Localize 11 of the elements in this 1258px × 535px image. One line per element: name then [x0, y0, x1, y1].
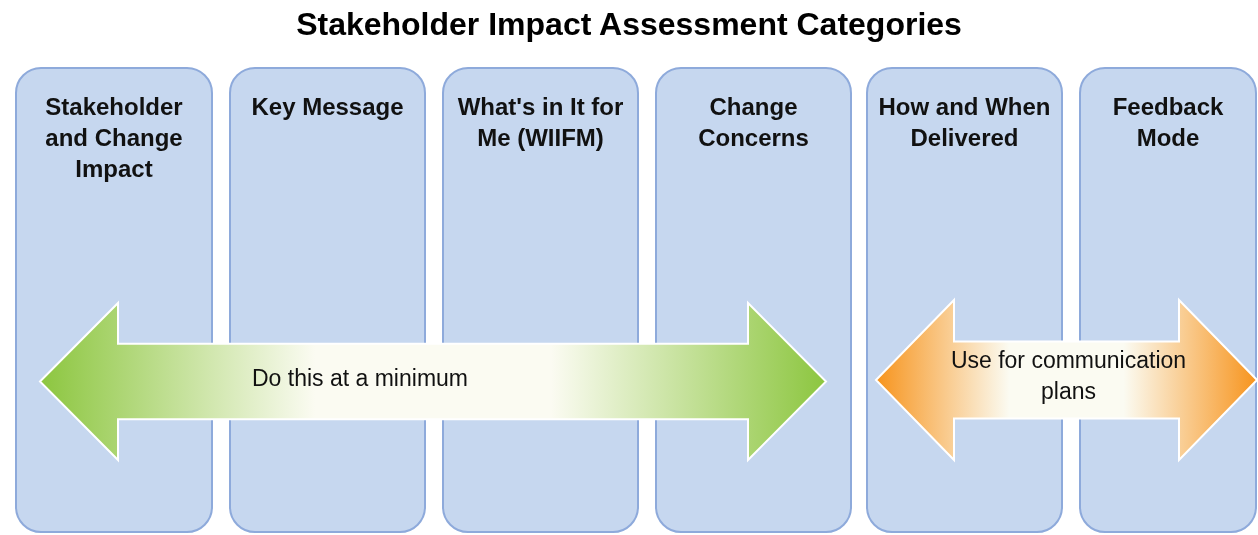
edge-label: Do this at a minimum — [251, 364, 469, 393]
column-heading: What's in It for Me (WIIFM) — [456, 92, 625, 153]
edge-label: Use for communication plans — [949, 346, 1188, 406]
column-heading: Key Message — [250, 92, 405, 122]
double-arrow — [38, 300, 828, 463]
double-arrow — [874, 297, 1258, 463]
column-heading: Change Concerns — [697, 92, 810, 153]
column-heading: How and When Delivered — [877, 92, 1052, 153]
column-heading: Feedback Mode — [1111, 92, 1225, 153]
diagram-title: Stakeholder Impact Assessment Categories — [295, 6, 963, 43]
column-heading: Stakeholder and Change Impact — [44, 92, 184, 184]
